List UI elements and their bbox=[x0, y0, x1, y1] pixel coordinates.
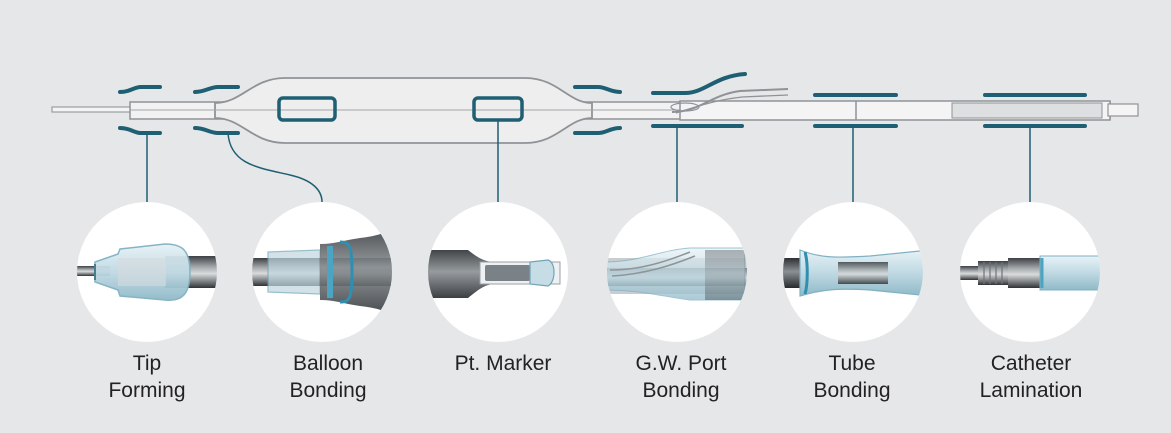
step-label-line2: Forming bbox=[108, 379, 186, 402]
step-label-line2: Bonding bbox=[289, 379, 367, 402]
pt-marker-detail-icon bbox=[428, 202, 568, 342]
balloon-bonding-detail-icon bbox=[252, 202, 392, 342]
step-label-line2: Bonding bbox=[813, 379, 891, 402]
tip-forming-clamp bbox=[118, 85, 162, 135]
catheter-assembly bbox=[51, 72, 1139, 203]
step-label-line1: G.W. Port bbox=[635, 352, 727, 375]
balloon-bonding-clamp-proximal bbox=[573, 85, 622, 135]
proximal-tube bbox=[1107, 103, 1139, 117]
leader-line-balloon-bonding bbox=[227, 132, 323, 203]
tip-forming-detail-icon bbox=[77, 202, 217, 342]
gw-port-bonding-detail-icon bbox=[607, 202, 747, 342]
step-label-tube-bonding: Tube Bonding bbox=[767, 350, 937, 404]
step-label-pt-marker: Pt. Marker bbox=[418, 350, 588, 377]
step-label-line1: Tip bbox=[132, 352, 162, 375]
step-label-tip-forming: Tip Forming bbox=[62, 350, 232, 404]
tube-bonding-clamp bbox=[813, 93, 898, 128]
gw-port-clamp bbox=[651, 72, 747, 128]
catheter-lamination-detail-icon bbox=[960, 202, 1100, 342]
tube-bonding-detail-icon bbox=[783, 202, 923, 342]
step-label-line2: Lamination bbox=[979, 379, 1083, 402]
step-label-balloon-bonding: Balloon Bonding bbox=[243, 350, 413, 404]
step-label-line1: Tube bbox=[828, 352, 876, 375]
balloon-bonding-clamp bbox=[193, 85, 240, 135]
step-label-line2: Bonding bbox=[642, 379, 720, 402]
marker-band-1 bbox=[277, 96, 337, 122]
step-label-line1: Pt. Marker bbox=[454, 352, 552, 375]
step-label-line1: Balloon bbox=[292, 352, 364, 375]
step-label-line1: Catheter bbox=[990, 352, 1072, 375]
catheter-lamination-clamp bbox=[983, 93, 1087, 128]
step-label-gw-port-bonding: G.W. Port Bonding bbox=[596, 350, 766, 404]
step-label-catheter-lamination: Catheter Lamination bbox=[946, 350, 1116, 404]
